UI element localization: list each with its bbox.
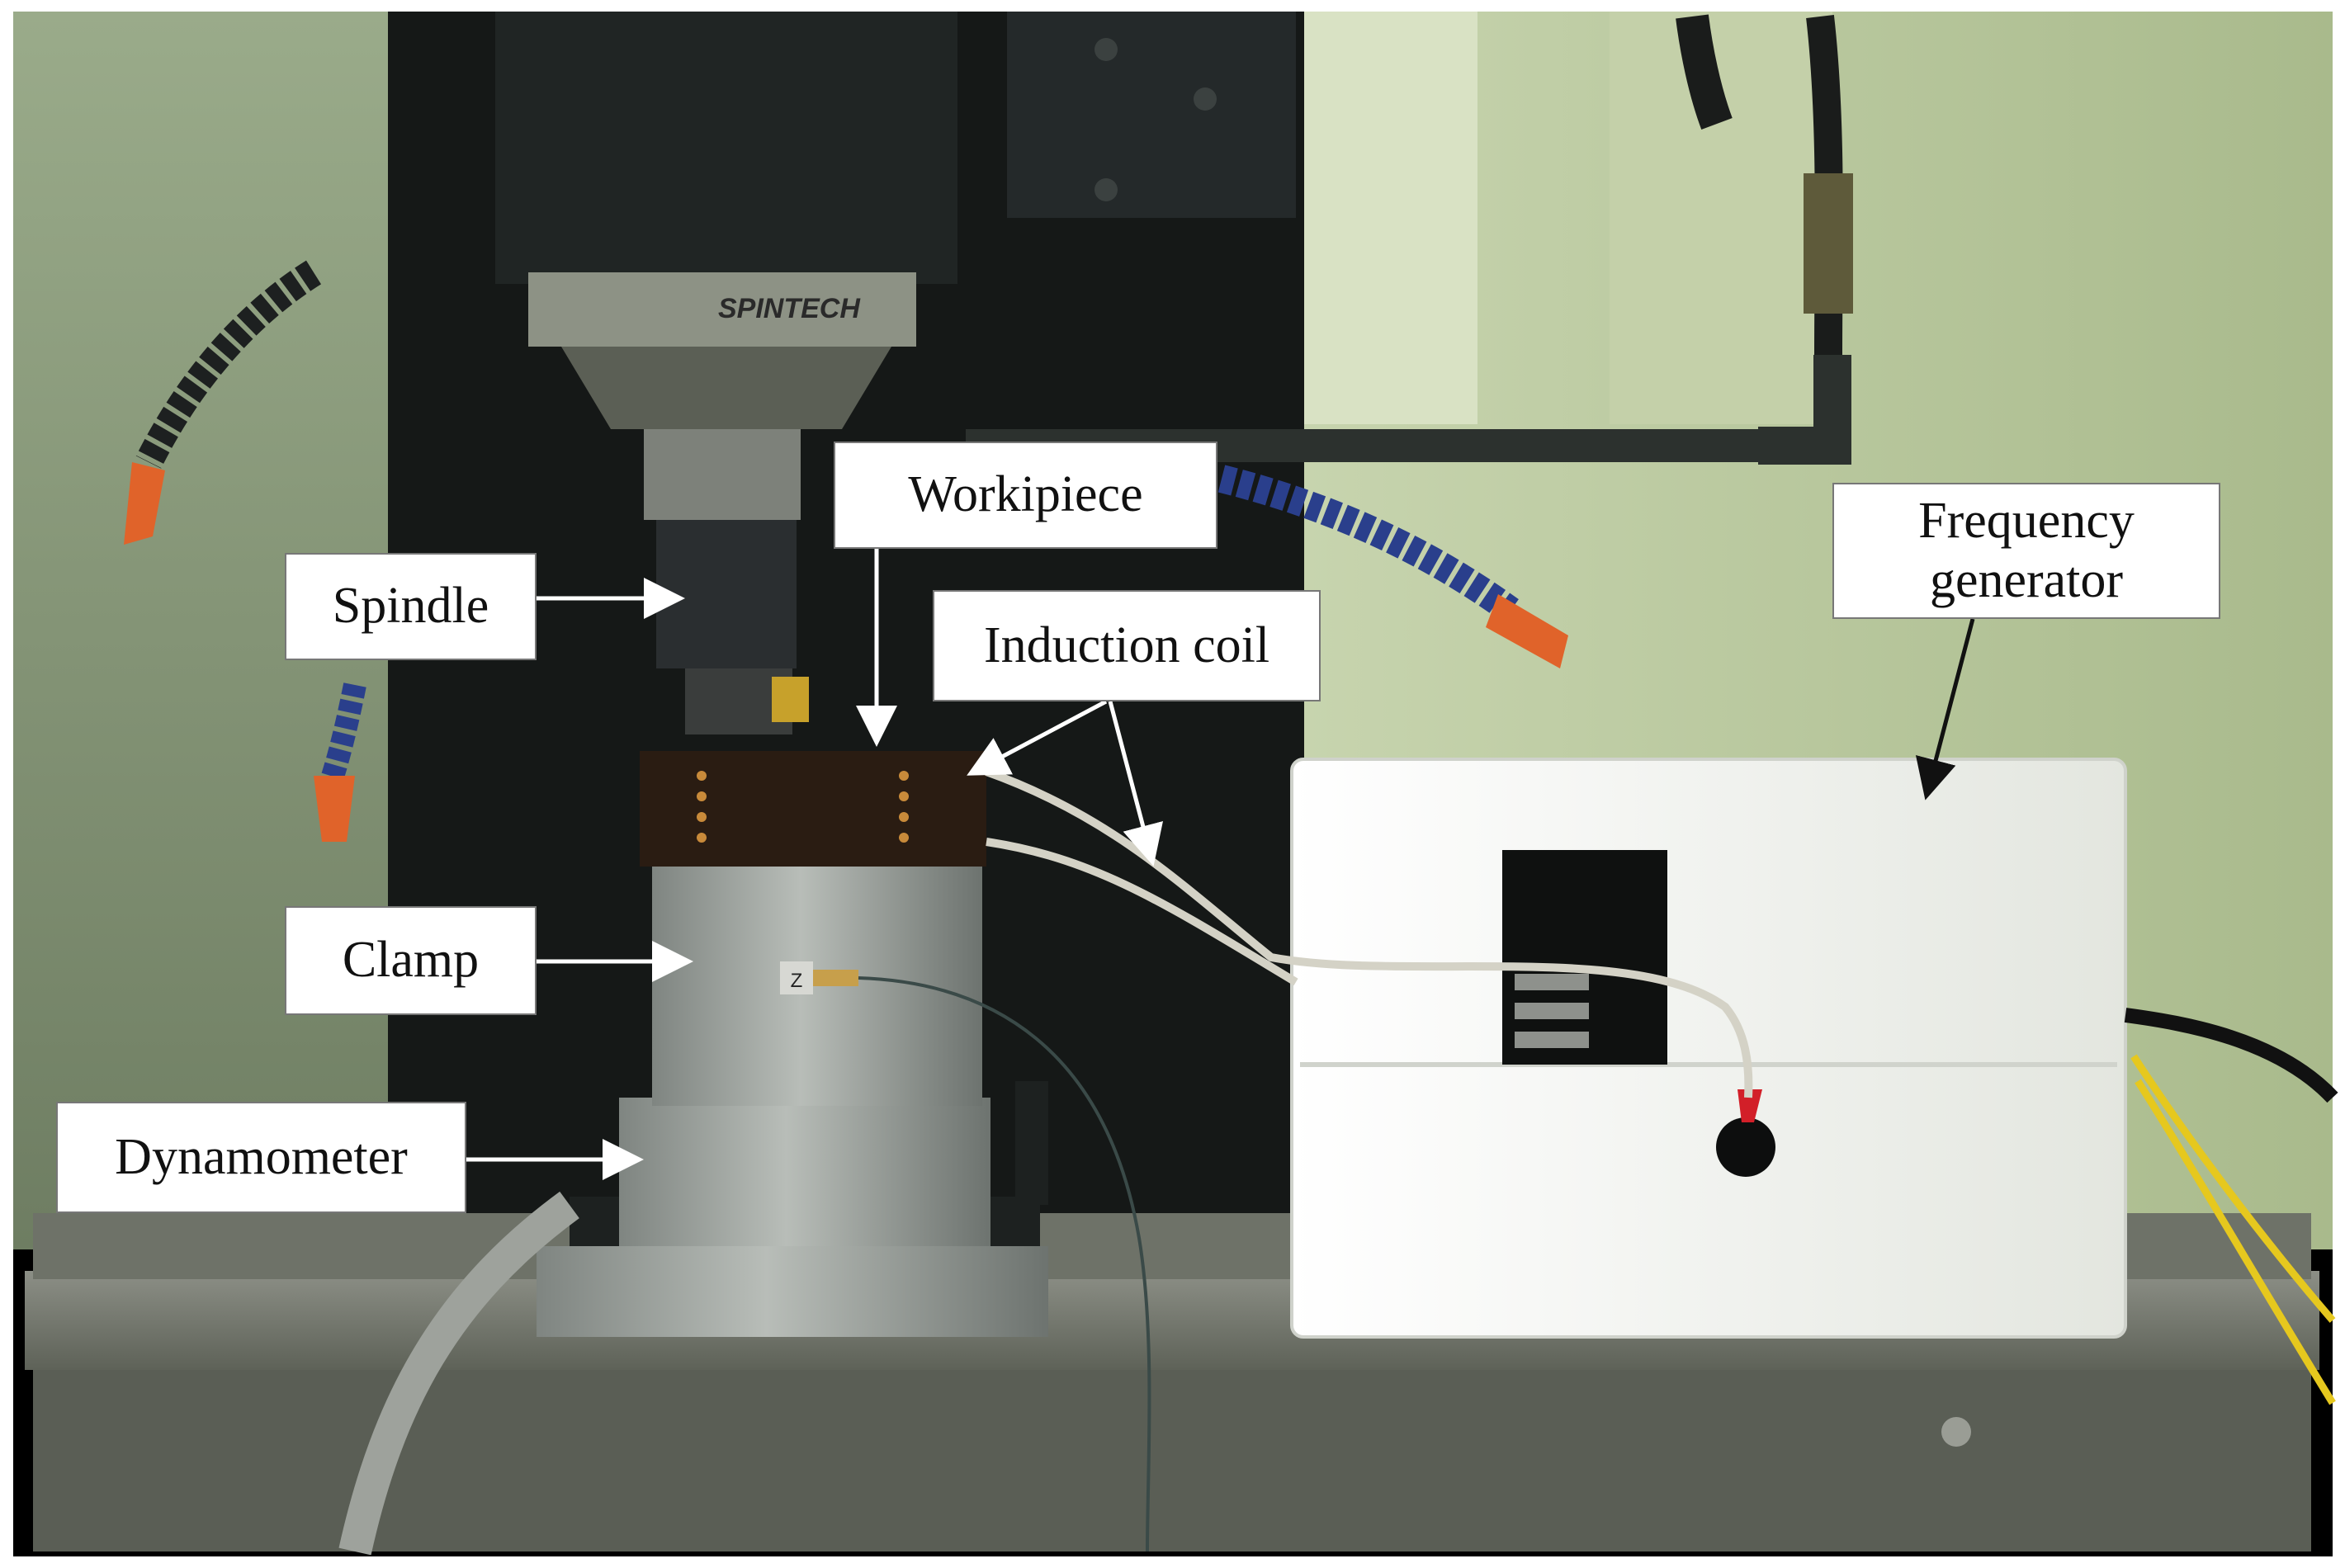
dynamometer-bolt-left: [570, 1197, 619, 1246]
induction-coil-arrow-1: [967, 699, 1108, 776]
label-frequency-generator-line2: generator: [1929, 551, 2124, 608]
frequency-generator-box: [1290, 758, 2127, 1339]
label-spindle: Spindle: [285, 553, 537, 660]
power-cable: [2124, 1008, 2338, 1103]
coolant-nozzle-left-upper: [135, 260, 322, 469]
label-dynamometer-text: Dynamometer: [115, 1128, 408, 1185]
accelerometer: [780, 961, 813, 994]
hose-fitting: [1804, 173, 1853, 314]
label-frequency-generator-line1: Frequency: [1918, 493, 2135, 550]
spindle-brand-text: SPINTECH: [718, 293, 861, 324]
machine-bracket: [1007, 12, 1296, 218]
tool-holder-upper: [644, 429, 801, 520]
base-plate: [537, 1246, 1048, 1337]
yellow-cable-1: [2130, 1054, 2336, 1323]
sensor-cable: [858, 976, 1151, 1552]
label-workpiece-text: Workipiece: [908, 466, 1143, 523]
induction-coil-block: [640, 751, 986, 867]
spindle-nose: [561, 347, 891, 429]
label-dynamometer: Dynamometer: [56, 1102, 466, 1213]
label-clamp: Clamp: [285, 906, 537, 1015]
right-panel: [1288, 12, 1477, 424]
right-door: [1610, 12, 1832, 424]
tool-holder: [656, 520, 797, 668]
coolant-nozzle-left-lower: [319, 682, 366, 788]
generator-window: [1502, 850, 1667, 1065]
label-spindle-text: Spindle: [332, 578, 489, 635]
generator-connector: [1716, 1117, 1775, 1177]
accelerometer-axis-mark: Z: [791, 970, 803, 992]
coolant-nozzle-right: [1217, 465, 1519, 622]
yellow-cable-2: [2135, 1079, 2336, 1405]
dynamometer-body: [619, 1098, 990, 1246]
label-workpiece: Workipiece: [834, 442, 1217, 549]
frequency-generator-arrow: [1915, 618, 1975, 801]
spindle-ring: [528, 272, 916, 347]
label-induction-coil: Induction coil: [933, 590, 1321, 701]
label-induction-coil-text: Induction coil: [983, 616, 1270, 673]
cutter-insert: [772, 677, 809, 722]
induction-cable-2: [986, 838, 1298, 986]
induction-coil-arrow-2: [1108, 701, 1163, 867]
spindle-housing: [495, 12, 957, 284]
label-frequency-generator: Frequency generator: [1832, 483, 2220, 619]
label-clamp-text: Clamp: [342, 932, 480, 989]
silver-hose: [338, 1191, 579, 1556]
table-bolt: [1941, 1417, 1971, 1447]
